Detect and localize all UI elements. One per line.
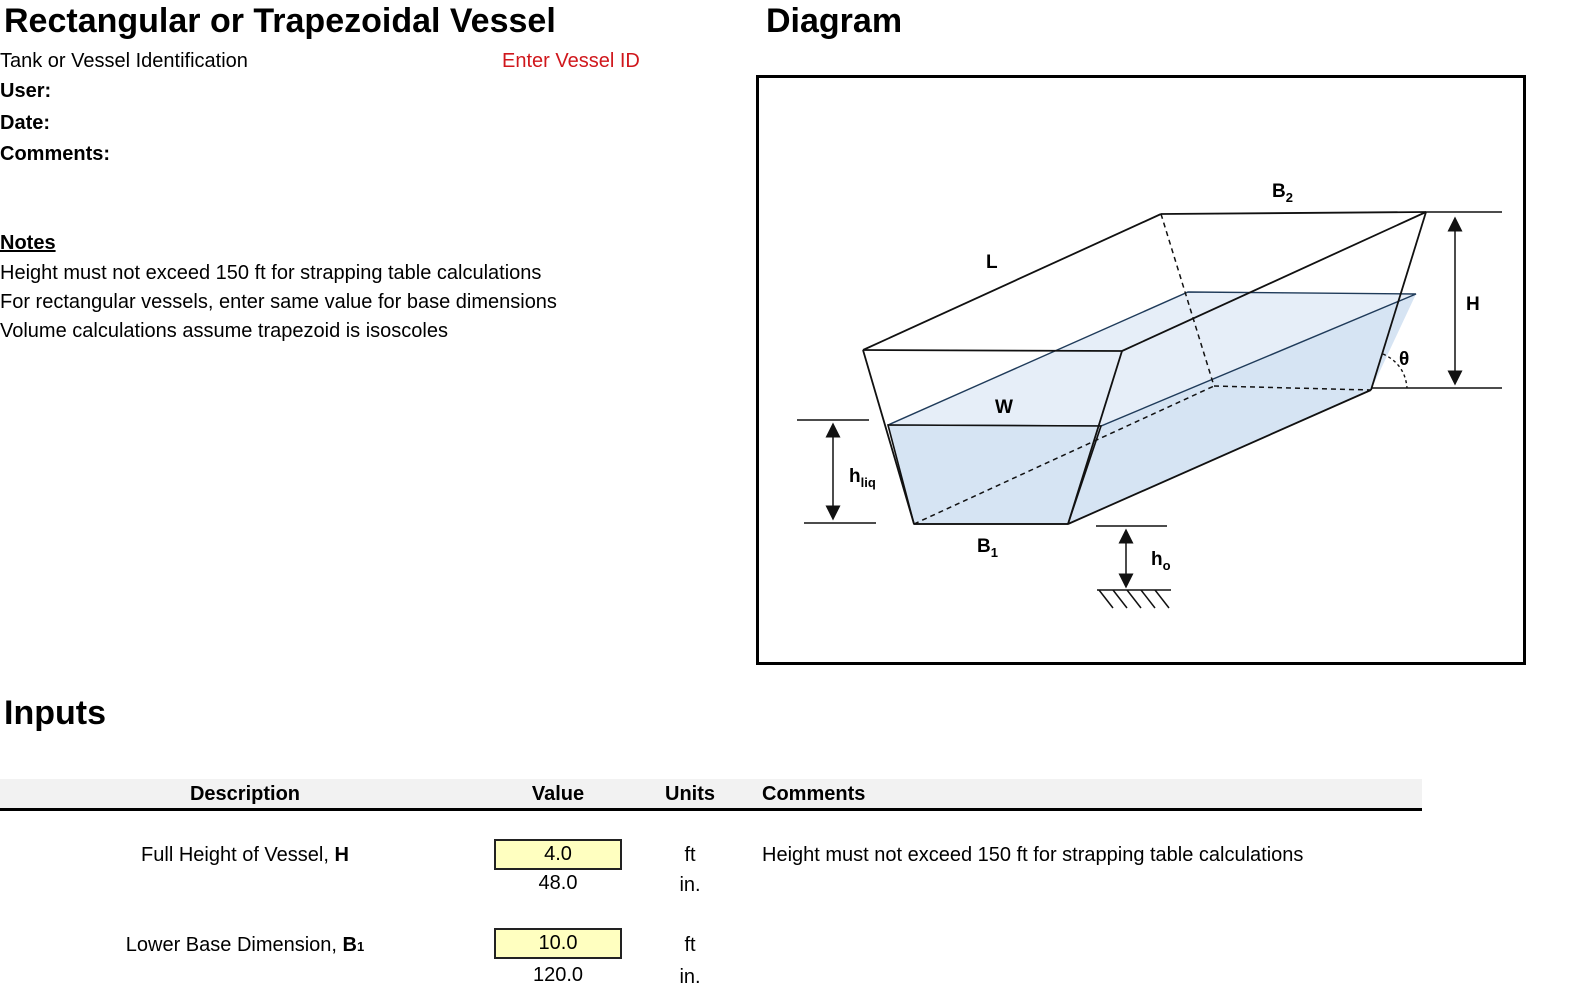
vessel-diagram: B2 L H θ W hliq B1 ho — [797, 181, 1502, 609]
notes-heading: Notes — [0, 232, 56, 254]
label-theta: θ — [1399, 349, 1409, 370]
row-comment: Height must not exceed 150 ft for strapp… — [762, 844, 1304, 866]
column-header-value: Value — [531, 783, 585, 805]
inputs-table-header: Description Value Units Comments — [0, 779, 1422, 811]
unit-ft: ft — [684, 934, 696, 956]
liquid-front-face — [886, 424, 1103, 525]
note-line: Height must not exceed 150 ft for strapp… — [0, 262, 542, 284]
label-ho: ho — [1151, 549, 1171, 573]
label-l: L — [986, 252, 998, 273]
label-b2: B2 — [1272, 181, 1293, 205]
elevation-dimension — [1096, 525, 1171, 609]
unit-ft: ft — [684, 844, 696, 866]
note-line: For rectangular vessels, enter same valu… — [0, 291, 557, 313]
diagram-panel: B2 L H θ W hliq B1 ho — [756, 75, 1526, 665]
user-label: User: — [0, 80, 52, 102]
lower-base-value-input[interactable]: 10.0 — [494, 928, 622, 959]
label-hliq: hliq — [849, 466, 876, 490]
height-value-input[interactable]: 4.0 — [494, 839, 622, 870]
height-value-inches: 48.0 — [538, 872, 578, 894]
date-label: Date: — [0, 112, 51, 134]
row-description: Full Height of Vessel, H — [141, 844, 349, 866]
column-header-description: Description — [189, 783, 301, 805]
hidden-edges — [913, 213, 1372, 525]
diagram-title: Diagram — [766, 2, 903, 40]
label-b1: B1 — [977, 536, 998, 560]
vessel-outline — [862, 211, 1427, 525]
label-h: H — [1466, 294, 1480, 315]
height-dimension — [1371, 211, 1502, 389]
column-header-units: Units — [665, 783, 715, 805]
row-description: Lower Base Dimension, B1 — [125, 934, 365, 956]
label-w: W — [995, 397, 1013, 418]
liquid-side-face — [1068, 294, 1416, 524]
column-header-comments: Comments — [762, 783, 866, 805]
lower-base-value-inches: 120.0 — [532, 964, 584, 986]
unit-in: in. — [679, 874, 701, 896]
inputs-heading: Inputs — [4, 694, 106, 732]
page-title: Rectangular or Trapezoidal Vessel — [4, 2, 556, 40]
unit-in: in. — [679, 966, 701, 988]
comments-label: Comments: — [0, 143, 111, 165]
note-line: Volume calculations assume trapezoid is … — [0, 320, 448, 342]
vessel-id-label: Tank or Vessel Identification — [0, 50, 248, 72]
vessel-id-input[interactable]: Enter Vessel ID — [502, 50, 640, 72]
liquid-height-dimension — [797, 419, 876, 524]
